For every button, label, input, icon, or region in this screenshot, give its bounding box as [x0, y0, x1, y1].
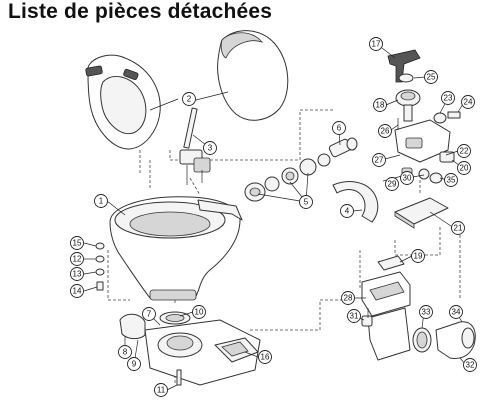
svg-text:18: 18 [376, 101, 385, 110]
pump-top-assembly [387, 49, 461, 184]
svg-text:30: 30 [403, 174, 412, 183]
callout-32: 32 [463, 358, 477, 372]
mounting-hardware [95, 242, 105, 291]
callout-28: 28 [341, 291, 355, 305]
toilet-bowl [109, 196, 243, 301]
svg-text:20: 20 [460, 164, 469, 173]
callout-13: 13 [70, 267, 84, 281]
svg-text:27: 27 [375, 156, 384, 165]
page-title: Liste de pièces détachées [8, 0, 273, 23]
svg-text:24: 24 [464, 98, 473, 107]
callout-19: 19 [411, 249, 425, 263]
svg-text:6: 6 [337, 124, 342, 133]
callout-4: 4 [340, 204, 354, 218]
callout-20: 20 [457, 161, 471, 175]
svg-text:4: 4 [345, 207, 350, 216]
svg-text:8: 8 [123, 348, 128, 357]
callout-15: 15 [70, 236, 84, 250]
svg-text:9: 9 [132, 360, 137, 369]
callout-8: 8 [118, 345, 132, 359]
svg-text:25: 25 [427, 73, 436, 82]
svg-text:16: 16 [261, 353, 270, 362]
callout-21: 21 [451, 221, 465, 235]
callout-9: 9 [127, 357, 141, 371]
callout-2: 2 [182, 92, 196, 106]
svg-text:11: 11 [157, 386, 166, 395]
callout-33: 33 [419, 305, 433, 319]
svg-text:7: 7 [147, 310, 152, 319]
callout-5: 5 [299, 195, 313, 209]
callout-3: 3 [203, 141, 217, 155]
callout-35: 35 [444, 173, 458, 187]
seat-and-lid [85, 30, 289, 150]
hinge-assembly [179, 107, 211, 185]
svg-text:28: 28 [344, 294, 353, 303]
svg-text:34: 34 [452, 308, 461, 317]
svg-text:1: 1 [99, 197, 104, 206]
svg-text:10: 10 [195, 308, 204, 317]
callout-14: 14 [70, 284, 84, 298]
svg-text:13: 13 [73, 270, 82, 279]
callout-27: 27 [372, 153, 386, 167]
callout-30: 30 [400, 171, 414, 185]
callout-18: 18 [373, 98, 387, 112]
svg-text:15: 15 [73, 239, 82, 248]
callout-25: 25 [424, 70, 438, 84]
svg-text:17: 17 [372, 40, 381, 49]
callout-7: 7 [142, 307, 156, 321]
callout-31: 31 [347, 309, 361, 323]
callout-34: 34 [449, 305, 463, 319]
svg-text:32: 32 [466, 361, 475, 370]
callouts: 1 2 3 4 5 6 7 8 9 10 11 12 13 14 15 16 1… [70, 37, 477, 397]
callout-24: 24 [461, 95, 475, 109]
callout-26: 26 [378, 124, 392, 138]
svg-text:2: 2 [187, 95, 192, 104]
svg-text:26: 26 [381, 127, 390, 136]
callout-10: 10 [192, 305, 206, 319]
valve-plate [394, 197, 449, 229]
svg-text:22: 22 [460, 147, 469, 156]
callout-16: 16 [258, 350, 272, 364]
svg-text:35: 35 [447, 176, 456, 185]
pump-base [361, 255, 411, 361]
svg-text:19: 19 [414, 252, 423, 261]
callout-11: 11 [154, 383, 168, 397]
svg-text:33: 33 [422, 308, 431, 317]
flexible-joint [244, 137, 358, 202]
svg-text:29: 29 [388, 180, 397, 189]
callout-12: 12 [70, 252, 84, 266]
callout-22: 22 [457, 144, 471, 158]
callout-23: 23 [441, 91, 455, 105]
svg-text:5: 5 [304, 198, 309, 207]
callout-29: 29 [385, 177, 399, 191]
outlet-elbow [412, 321, 476, 359]
callout-6: 6 [332, 121, 346, 135]
callout-17: 17 [369, 37, 383, 51]
svg-text:3: 3 [208, 144, 213, 153]
svg-text:21: 21 [454, 224, 463, 233]
callout-1: 1 [94, 194, 108, 208]
svg-text:14: 14 [73, 287, 82, 296]
base-flange [119, 311, 261, 386]
svg-text:23: 23 [444, 94, 453, 103]
elbow-hose [332, 181, 379, 223]
svg-text:12: 12 [73, 255, 82, 264]
svg-text:31: 31 [350, 312, 359, 321]
